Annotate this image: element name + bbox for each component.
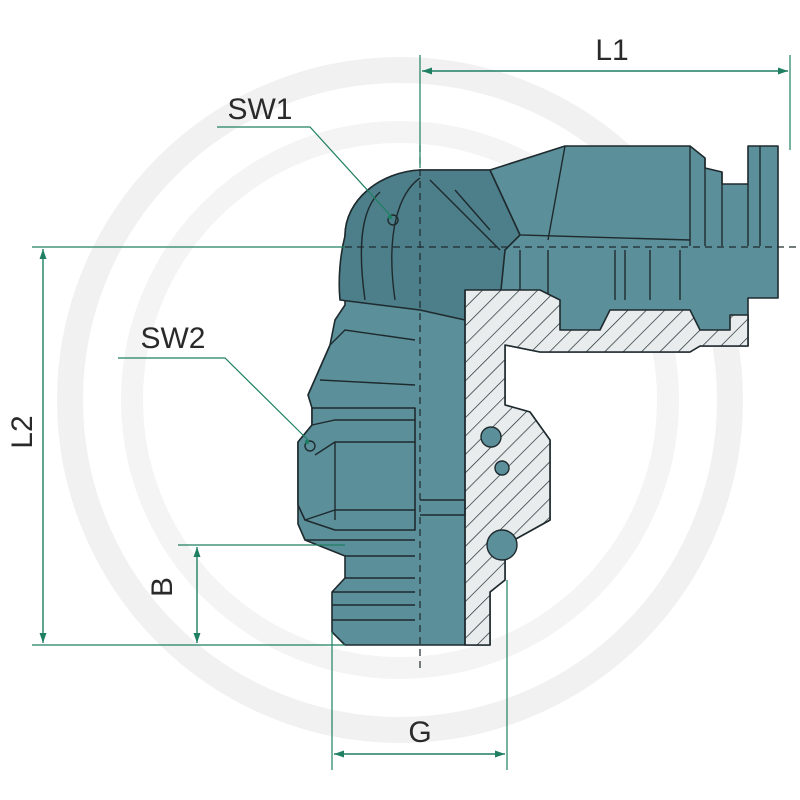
- sw2-label: SW2: [140, 322, 205, 355]
- elbow-nut: [338, 169, 521, 321]
- ball-seal-1: [480, 426, 502, 448]
- b-label: B: [146, 577, 179, 597]
- sw1-label: SW1: [227, 93, 292, 126]
- leader-sw2: SW2: [118, 322, 316, 452]
- dimension-l2: L2: [6, 246, 345, 646]
- l1-label: L1: [595, 34, 628, 67]
- center-lines: [345, 145, 800, 668]
- dimension-g: G: [331, 580, 508, 770]
- lower-hex-nut: [297, 407, 416, 531]
- sectioned-body: [464, 289, 749, 646]
- elbow-fitting: [297, 145, 779, 646]
- leader-sw1: SW1: [217, 93, 399, 226]
- dimension-l1: L1: [419, 34, 791, 168]
- ball-seal-2: [494, 460, 510, 476]
- ball-seal-3: [486, 529, 518, 561]
- dimension-b: B: [146, 544, 345, 643]
- l2-label: L2: [6, 415, 39, 448]
- watermark-logo: [57, 57, 743, 743]
- g-label: G: [408, 716, 431, 749]
